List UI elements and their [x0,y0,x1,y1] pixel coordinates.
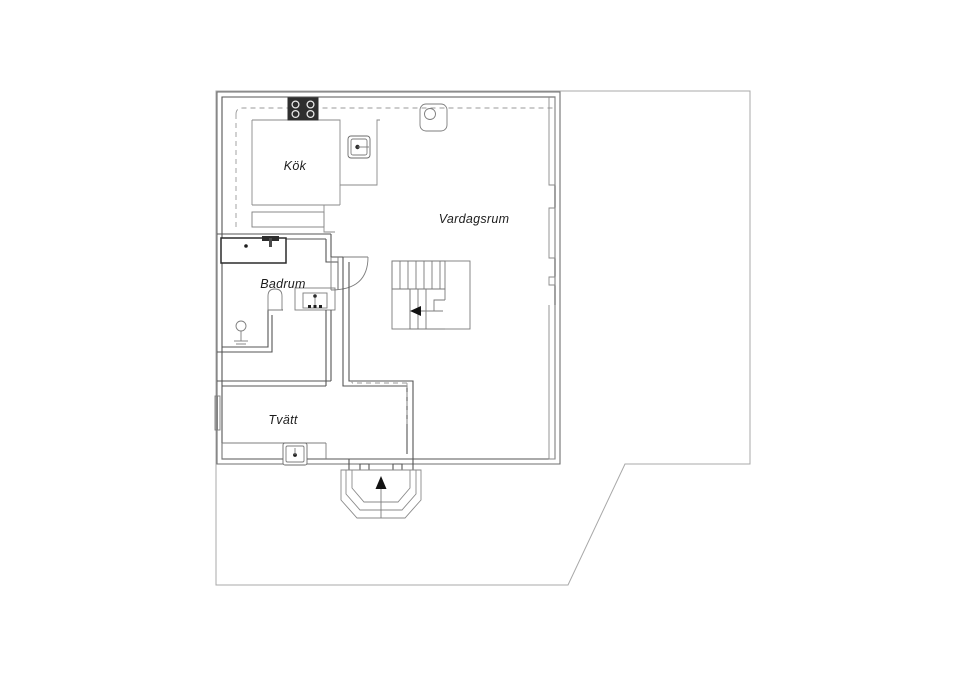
entrance-steps-icon [340,459,422,519]
interior-walls [217,257,414,459]
kitchen-sink-icon [347,135,371,159]
room-label-kok: Kök [284,159,307,173]
room-kok [251,97,380,233]
stove-cooktop-icon [287,97,319,121]
door-swing-icon [330,256,369,291]
room-vardagsrum [391,97,556,460]
bathtub-icon [220,236,287,264]
toilet-icon [267,288,283,311]
room-labels: Kök Vardagsrum Badrum Tvätt [260,159,509,427]
dashed-overhang-line [235,107,556,230]
room-label-tvatt: Tvätt [268,413,298,427]
room-label-badrum: Badrum [260,277,306,291]
shower-head-icon [234,320,248,345]
room-badrum [217,233,369,353]
kitchen-counter-icon [251,211,325,228]
water-heater-icon [419,103,448,132]
room-tvatt [214,395,327,466]
window-icon [214,395,221,431]
washing-machine-icon [294,287,336,311]
staircase-icon [391,260,471,330]
laundry-sink-icon [282,442,308,466]
room-label-vardagsrum: Vardagsrum [439,212,510,226]
living-room-windows [548,97,556,460]
